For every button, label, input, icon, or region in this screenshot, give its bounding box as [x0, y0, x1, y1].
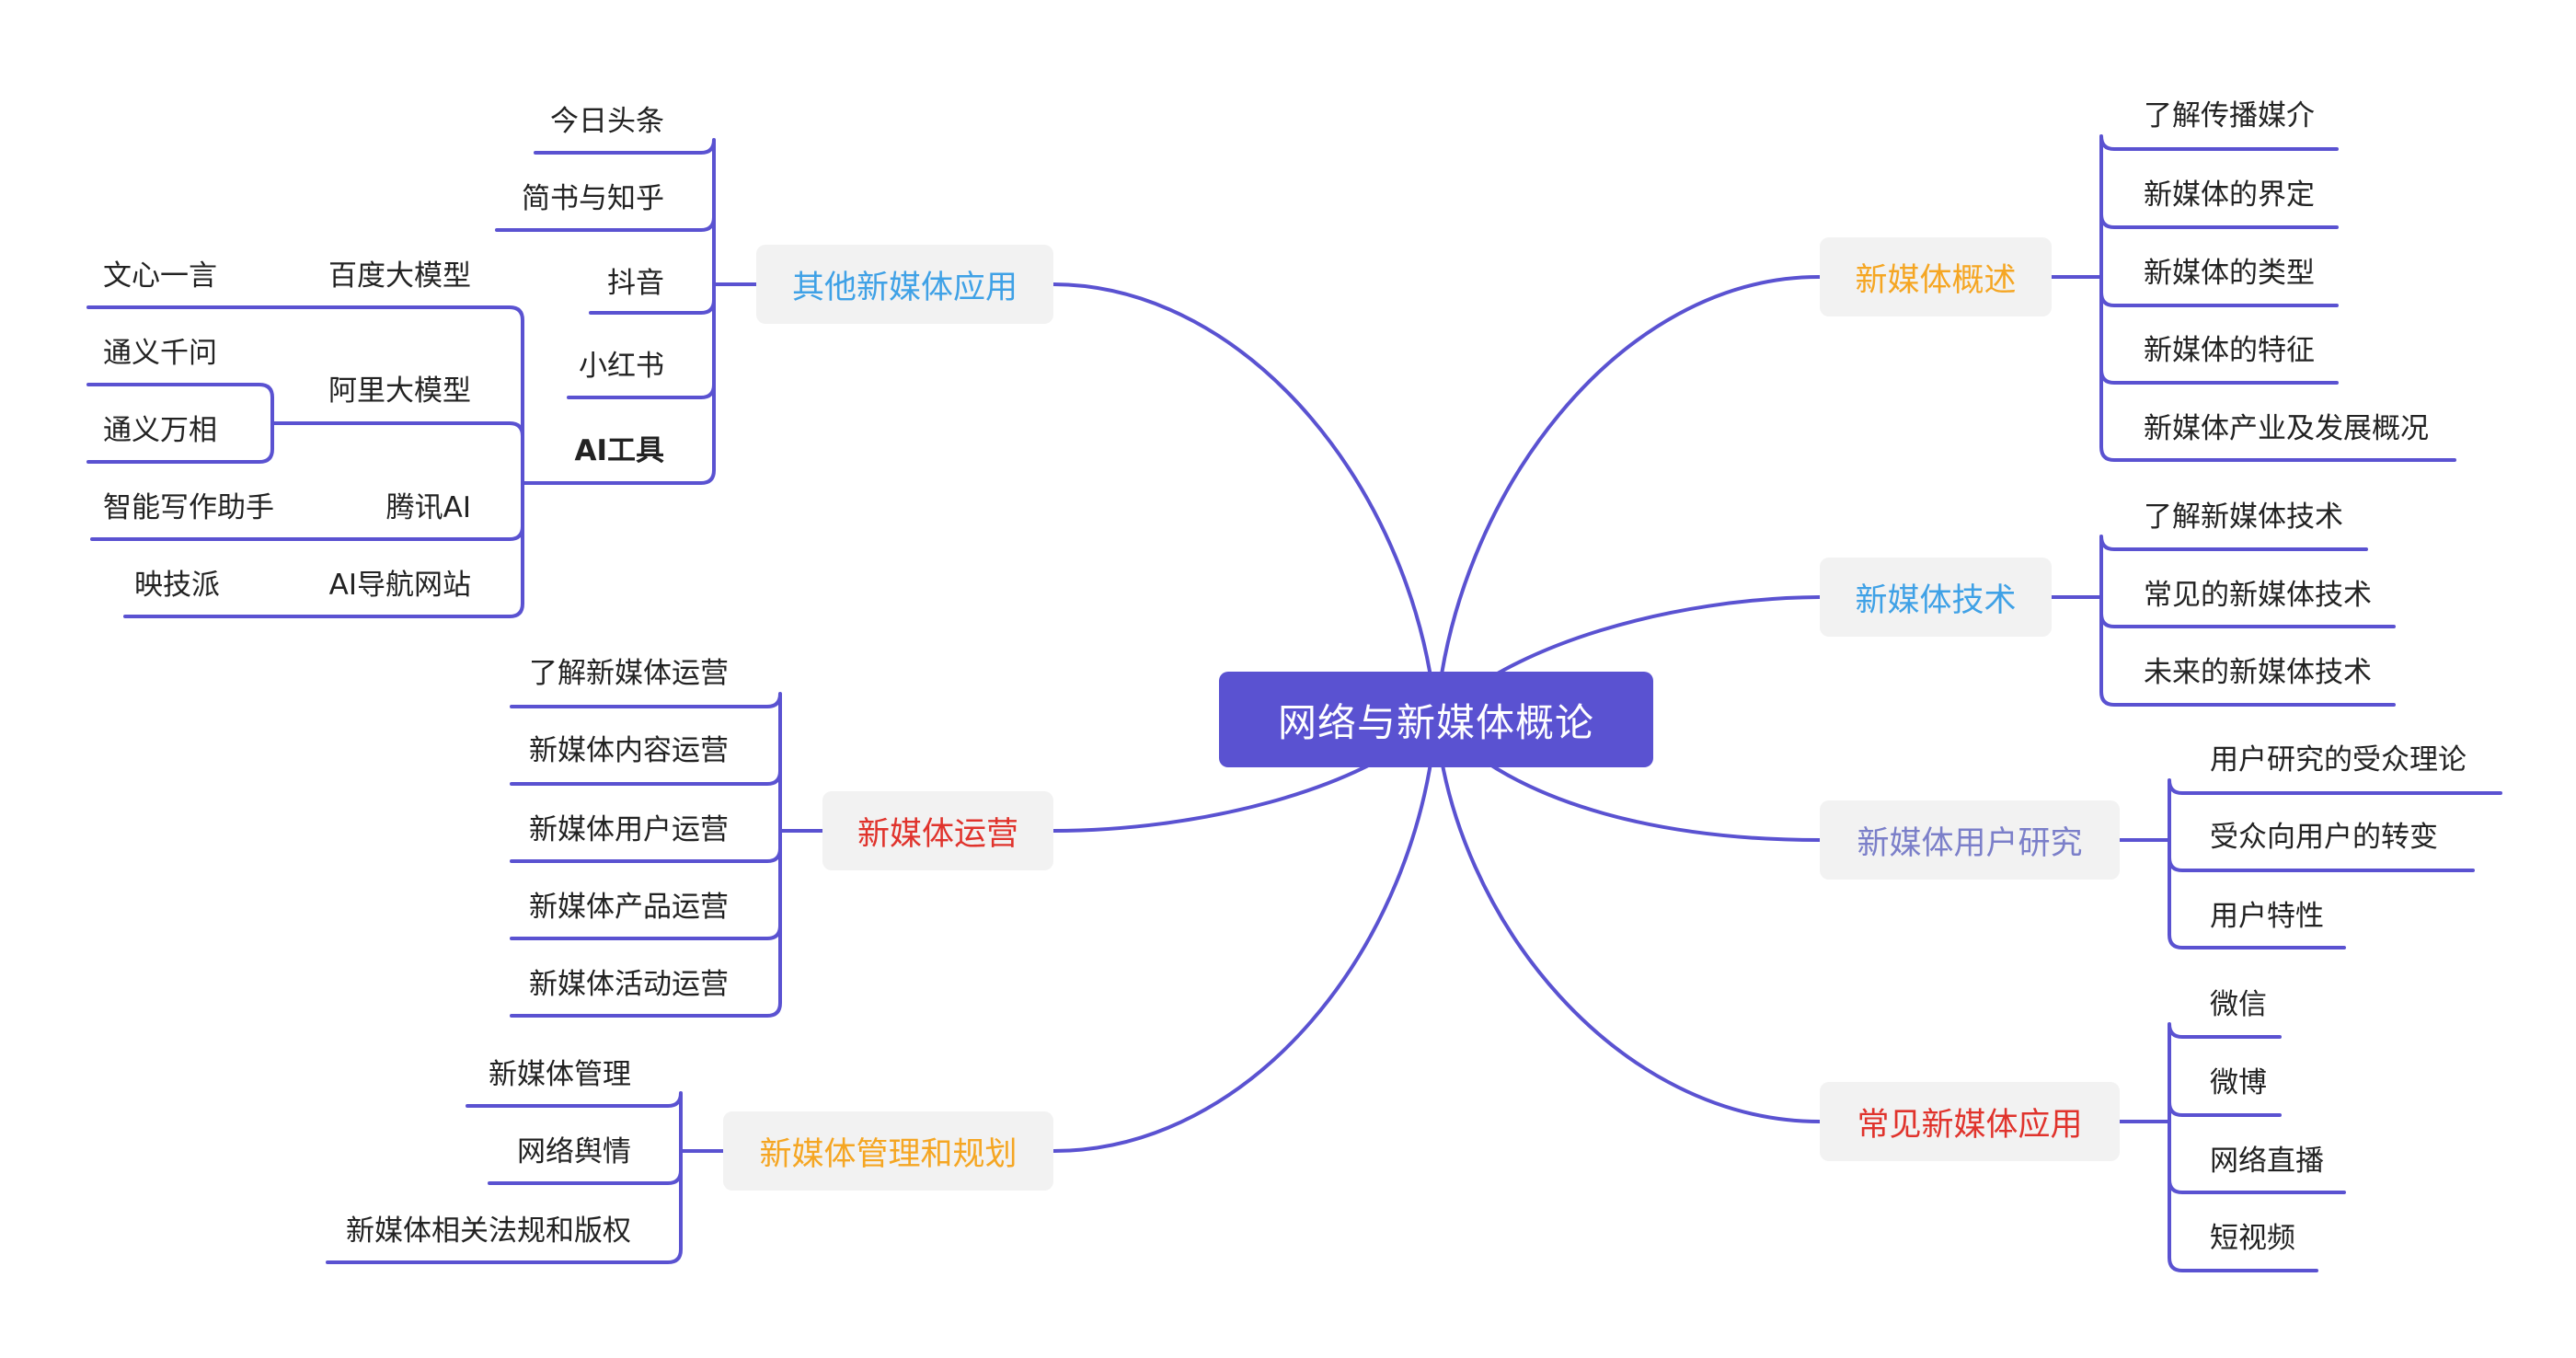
- ai-leaf-yingjipai[interactable]: 映技派: [134, 569, 220, 602]
- other-leaf-line-5: [550, 282, 716, 485]
- leaf-overview-1[interactable]: 了解传播媒介: [2144, 99, 2315, 132]
- ai-leaf-wenxin[interactable]: 文心一言: [103, 259, 217, 293]
- edge-root-overview: [1434, 274, 1822, 721]
- branch-tech[interactable]: 新媒体技术: [1820, 558, 2052, 637]
- operation-leaf-line-5: [510, 829, 782, 1018]
- leaf-other-1[interactable]: 今日头条: [550, 105, 664, 138]
- branch-other[interactable]: 其他新媒体应用: [756, 245, 1053, 324]
- edge-root-apps: [1434, 718, 1822, 1123]
- other-leaf-line-1: [534, 138, 716, 286]
- leaf-users-2[interactable]: 受众向用户的转变: [2210, 821, 2438, 854]
- leaf-overview-3[interactable]: 新媒体的类型: [2144, 257, 2315, 290]
- leaf-operation-3[interactable]: 新媒体用户运营: [529, 813, 729, 846]
- leaf-tech-2[interactable]: 常见的新媒体技术: [2144, 579, 2372, 612]
- leaf-overview-4[interactable]: 新媒体的特征: [2144, 334, 2315, 367]
- operation-leaf-line-2: [510, 769, 782, 833]
- ai-ali-leaf-line-1: [86, 383, 274, 425]
- apps-leaf-line-4: [2168, 1120, 2318, 1272]
- branch-overview[interactable]: 新媒体概述: [1820, 237, 2052, 316]
- tech-leaf-line-3: [2099, 595, 2396, 707]
- ai-group-ali[interactable]: 阿里大模型: [328, 374, 471, 408]
- other-leaf-line-2: [495, 215, 716, 286]
- leaf-apps-1[interactable]: 微信: [2210, 988, 2267, 1021]
- ai-group-line-4: [302, 481, 524, 618]
- overview-leaf-line-2: [2099, 213, 2339, 279]
- branch-users[interactable]: 新媒体用户研究: [1820, 800, 2120, 880]
- edge-root-management: [1052, 718, 1438, 1153]
- overview-leaf-line-5: [2099, 275, 2456, 462]
- users-leaf-line-3: [2168, 838, 2346, 949]
- leaf-tech-3[interactable]: 未来的新媒体技术: [2144, 656, 2372, 689]
- leaf-apps-3[interactable]: 网络直播: [2210, 1145, 2324, 1178]
- ai-group-baidu[interactable]: 百度大模型: [328, 259, 471, 293]
- leaf-overview-5[interactable]: 新媒体产业及发展概况: [2144, 412, 2429, 445]
- leaf-tech-1[interactable]: 了解新媒体技术: [2144, 501, 2343, 534]
- ai-leaf-tongyi-wanxiang[interactable]: 通义万相: [103, 414, 217, 447]
- management-leaf-line-1: [466, 1091, 683, 1153]
- branch-management[interactable]: 新媒体管理和规划: [723, 1111, 1053, 1191]
- ai-group-line-2: [311, 421, 524, 485]
- leaf-operation-4[interactable]: 新媒体产品运营: [529, 891, 729, 924]
- operation-leaf-line-1: [510, 692, 782, 833]
- root-node[interactable]: 网络与新媒体概论: [1219, 672, 1653, 767]
- leaf-management-1[interactable]: 新媒体管理: [489, 1058, 631, 1091]
- ai-group-nav[interactable]: AI导航网站: [328, 569, 471, 602]
- ai-leaf-tongyi-qianwen[interactable]: 通义千问: [103, 337, 217, 370]
- leaf-management-3[interactable]: 新媒体相关法规和版权: [346, 1214, 631, 1248]
- leaf-users-1[interactable]: 用户研究的受众理论: [2210, 743, 2467, 777]
- apps-leaf-line-1: [2168, 1022, 2282, 1123]
- leaf-users-3[interactable]: 用户特性: [2210, 900, 2324, 933]
- apps-leaf-line-2: [2168, 1100, 2282, 1123]
- leaf-other-ai-tools[interactable]: AI工具: [574, 434, 664, 467]
- leaf-operation-1[interactable]: 了解新媒体运营: [529, 657, 729, 690]
- leaf-other-4[interactable]: 小红书: [579, 350, 664, 383]
- branch-apps[interactable]: 常见新媒体应用: [1820, 1082, 2120, 1161]
- ai-leaf-writing-assistant[interactable]: 智能写作助手: [103, 491, 274, 524]
- ai-group-tencent[interactable]: 腾讯AI: [385, 491, 471, 524]
- management-leaf-line-3: [326, 1149, 683, 1264]
- ai-ali-leaf-line-2: [86, 421, 274, 464]
- users-leaf-line-1: [2168, 778, 2502, 842]
- leaf-operation-2[interactable]: 新媒体内容运营: [529, 734, 729, 767]
- leaf-operation-5[interactable]: 新媒体活动运营: [529, 968, 729, 1001]
- edge-root-other: [1052, 282, 1438, 721]
- leaf-apps-2[interactable]: 微博: [2210, 1066, 2267, 1099]
- ai-group-line-1: [311, 305, 524, 485]
- leaf-other-3[interactable]: 抖音: [607, 267, 664, 300]
- branch-operation[interactable]: 新媒体运营: [822, 791, 1053, 870]
- overview-leaf-line-1: [2099, 134, 2339, 279]
- leaf-apps-4[interactable]: 短视频: [2210, 1222, 2295, 1255]
- leaf-other-2[interactable]: 简书与知乎: [522, 182, 664, 215]
- leaf-overview-2[interactable]: 新媒体的界定: [2144, 178, 2315, 212]
- leaf-management-2[interactable]: 网络舆情: [517, 1135, 631, 1168]
- tech-leaf-line-1: [2099, 535, 2368, 599]
